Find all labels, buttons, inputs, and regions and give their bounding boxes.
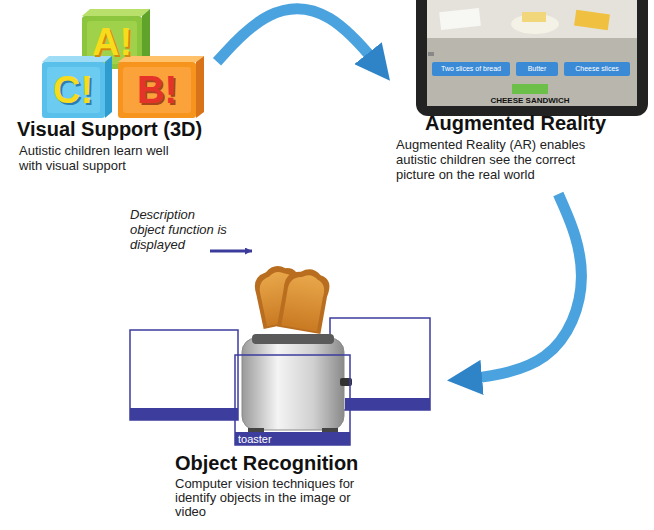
flow-arrow — [447, 194, 581, 381]
block-letter: C! — [53, 71, 93, 109]
callout-note: Description object function is displayed — [130, 207, 230, 252]
ar-button-text: Two slices of bread — [441, 65, 501, 73]
step-description: Autistic children learn well with visual… — [19, 143, 169, 173]
detection-label: toaster — [238, 433, 272, 445]
ar-caption: CHEESE SANDWICH — [490, 96, 569, 105]
step-title: Visual Support (3D) — [17, 118, 202, 140]
step-panel: Object RecognitionComputer vision techni… — [125, 260, 445, 528]
block-letter: A! — [92, 23, 132, 61]
block-letter: B! — [137, 71, 177, 109]
step-title: Augmented Reality — [425, 112, 606, 134]
toaster-detection — [130, 251, 430, 445]
step-description: Augmented Reality (AR) enables autistic … — [396, 137, 601, 182]
letter-blocks — [42, 9, 204, 118]
ar-button-text: Cheese slices — [575, 65, 619, 73]
flow-arrow — [217, 9, 390, 81]
ar-button-text: Butter — [528, 65, 547, 73]
step-description: Computer vision techniques for identify … — [175, 477, 375, 519]
tablet-ar-screen — [416, 0, 648, 116]
step-title: Object Recognition — [175, 452, 358, 474]
